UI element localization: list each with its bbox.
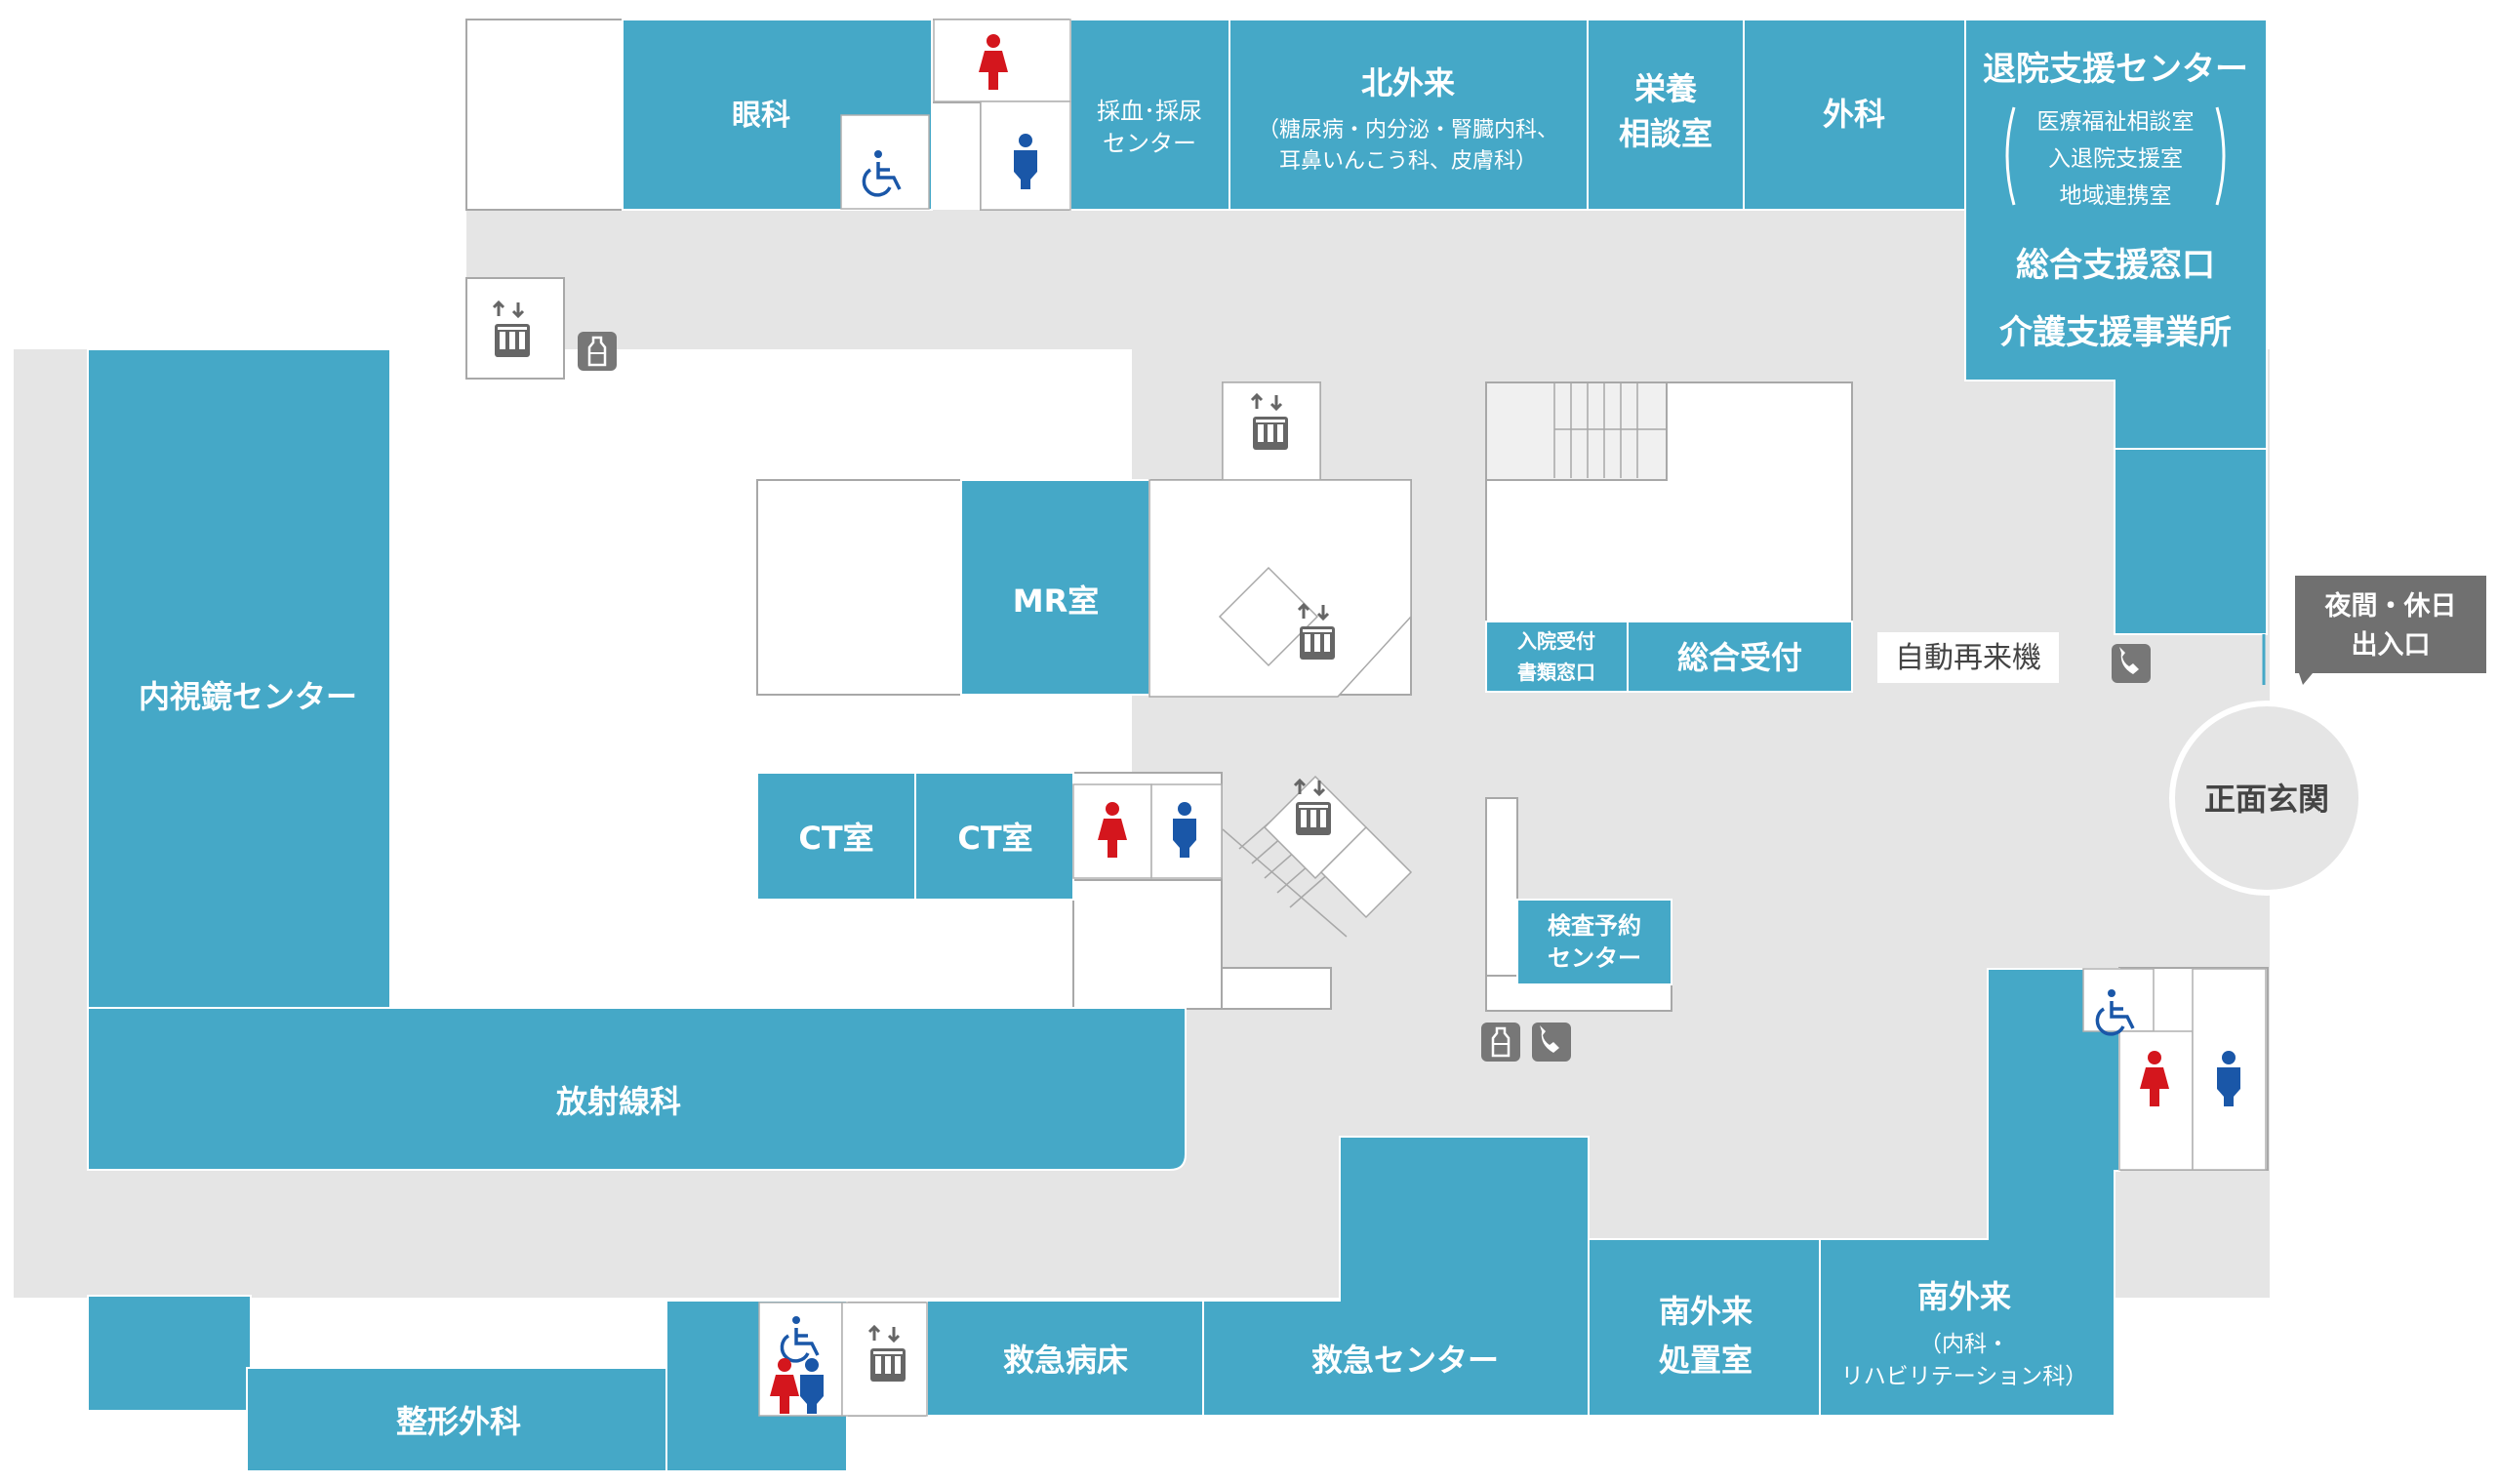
label-main-entrance: 正面玄関 [2204,781,2329,818]
label-minami-shochi-2: 処置室 [1659,1342,1753,1379]
phone-icon [2112,644,2151,683]
night-entrance-callout [2262,576,2486,685]
room-sogo-uketsuke [1627,621,1853,693]
label-night-1: 夜間・休日 [2324,590,2457,622]
phone-icon [1532,1023,1571,1062]
stairs [1222,382,1667,938]
room-eiyo [1587,19,1745,211]
label-night-2: 出入口 [2352,630,2431,661]
room-seikei-b [246,1367,667,1472]
label-kensa-1: 検査予約 [1548,912,1641,940]
label-minami-sub-1: （内科・ [1919,1332,2009,1357]
label-mr: MR室 [1013,582,1100,620]
label-minami: 南外来 [1917,1278,2011,1315]
label-seikei: 整形外科 [396,1403,521,1440]
room-taiin [1964,19,2268,635]
label-kita-gairai-sub-2: 耳鼻いんこう科、皮膚科） [1279,149,1537,174]
room-hoshasen [87,1007,1187,1171]
label-eiyo-1: 栄養 [1634,70,1697,107]
taiin-bracket [2005,106,2226,206]
label-saiketsu-2: センター [1103,130,1196,157]
room-kyukyu-byosho [926,1300,1204,1417]
label-hoshasen: 放射線科 [556,1083,681,1120]
room-saiketsu [1069,19,1230,211]
room-mr [960,479,1150,696]
label-saiketsu-1: 採血･採尿 [1097,98,1202,125]
room-kensa [1516,899,1672,985]
labels: 眼科 採血･採尿 センター 北外来 （糖尿病・内分泌・腎臓内科、 耳鼻いんこう科… [139,50,2457,1440]
room-seikei-a [87,1295,252,1412]
jidou-box[interactable] [1877,632,2059,683]
vending-bottle-icon [576,330,619,373]
label-kita-gairai: 北外来 [1361,64,1455,101]
label-kyukyu-byosho: 救急病床 [1003,1342,1128,1379]
label-kensa-2: センター [1548,944,1641,972]
room-naishikyo [87,348,391,1009]
label-taiin-sub-1: 医療福祉相談室 [2037,109,2195,135]
label-ganka: 眼科 [732,99,790,133]
label-ct-2: CT室 [957,820,1032,857]
label-sogo-shien: 総合支援窓口 [2016,246,2215,285]
label-naishikyo: 内視鏡センター [139,678,357,715]
label-minami-sub-2: リハビリテーション科） [1841,1364,2088,1389]
label-sogo-uketsuke: 総合受付 [1677,639,1802,676]
label-kyukyu-center: 救急センター [1311,1342,1499,1379]
label-eiyo-2: 相談室 [1619,115,1712,152]
label-minami-shochi-1: 南外来 [1659,1293,1753,1330]
main-entrance[interactable] [2169,701,2364,896]
label-jidou: 自動再来機 [1895,641,2041,675]
room-geka [1743,19,1966,211]
label-nyuin-2: 書類窓口 [1517,661,1595,684]
room-kyukyu-center [1202,1136,1590,1417]
label-geka: 外科 [1823,96,1885,133]
label-kita-gairai-sub-1: （糖尿病・内分泌・腎臓内科、 [1258,118,1558,142]
room-ct-2 [914,772,1074,901]
rooms [87,19,2268,1472]
diamond-boxes [1148,479,1413,919]
label-taiin-sub-2: 入退院支援室 [2048,146,2183,172]
label-nyuin-1: 入院受付 [1517,629,1595,653]
label-ct-1: CT室 [798,820,873,857]
room-nyuin [1485,621,1629,693]
room-minami-shochi [1588,1238,1821,1417]
label-taiin-sub-3: 地域連携室 [2060,183,2172,209]
label-kaigo: 介護支援事業所 [1999,313,2232,352]
label-taiin: 退院支援センター [1983,50,2248,89]
room-ct-1 [756,772,916,901]
vending-bottle-icon [1479,1021,1522,1063]
room-kita-gairai [1229,19,1589,211]
room-minami [1819,968,2120,1417]
